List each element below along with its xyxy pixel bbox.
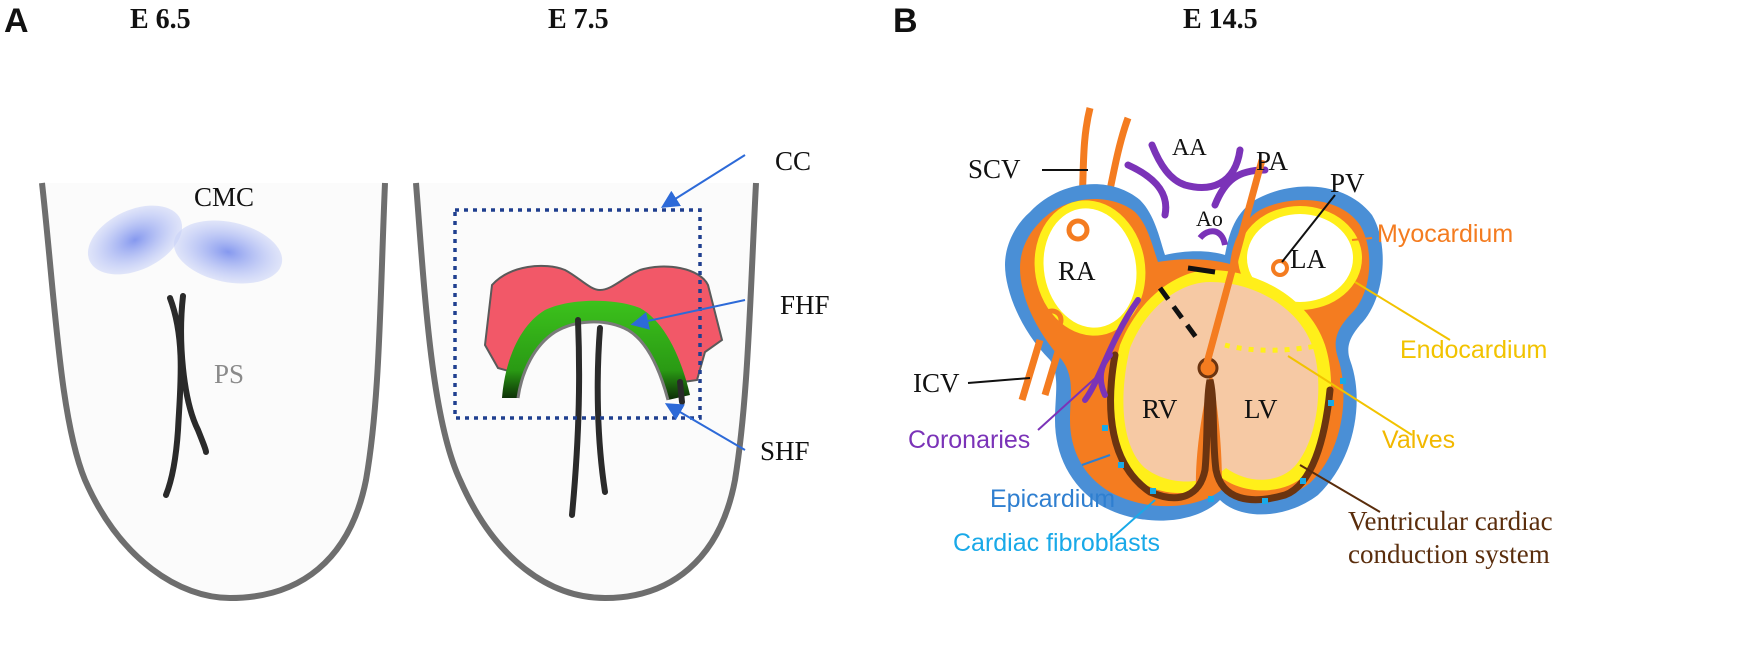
- icv-vessel: [1018, 338, 1064, 402]
- label-endocardium: Endocardium: [1400, 336, 1547, 364]
- ra-chamber: [1043, 208, 1137, 328]
- cardiac-fibroblast-dots: [1102, 378, 1346, 504]
- label-ps: PS: [214, 359, 244, 389]
- embryo-e7-5: CC FHF SHF: [413, 146, 830, 602]
- crescent-dotted-box: [453, 208, 702, 420]
- pointer-endocardium: [1354, 281, 1451, 341]
- label-coronaries: Coronaries: [908, 426, 1030, 454]
- pointer-epicardium: [1081, 454, 1111, 466]
- stage-label-e14-5: E 14.5: [1183, 4, 1258, 35]
- fhf-inner-outline: [516, 320, 670, 401]
- streak-stub-e7-5: [677, 379, 685, 405]
- label-myocardium: Myocardium: [1377, 220, 1513, 248]
- label-rv: RV: [1142, 394, 1178, 424]
- label-fhf: FHF: [780, 290, 830, 320]
- stage-label-e6-5: E 6.5: [130, 4, 191, 35]
- ra-loop-bottom: [1040, 308, 1064, 332]
- pointer-pv: [1281, 194, 1336, 263]
- stage-label-e7-5: E 7.5: [548, 4, 609, 35]
- la-chamber: [1247, 214, 1353, 302]
- label-ao: Ao: [1196, 206, 1223, 231]
- label-icv: ICV: [913, 368, 960, 398]
- label-lv: LV: [1244, 394, 1278, 424]
- cmc-left-blob: [87, 205, 183, 275]
- primitive-streak-right: [178, 293, 209, 455]
- pointer-myocardium: [1351, 237, 1373, 241]
- ra-loop-top: [1066, 218, 1090, 242]
- label-epicardium: Epicardium: [990, 485, 1115, 513]
- pointer-fhf: [630, 299, 746, 330]
- cmc-right-blob: [173, 220, 283, 284]
- streak-left-e7-5: [569, 317, 583, 518]
- label-scv: SCV: [968, 154, 1021, 184]
- label-ventricular-cardiac: Ventricular cardiac: [1348, 506, 1553, 536]
- valve-dashes-top: [1187, 265, 1216, 275]
- label-la: LA: [1290, 244, 1326, 274]
- label-valves: Valves: [1382, 426, 1455, 454]
- pointer-fibroblasts: [1109, 499, 1156, 541]
- ventricle-chambers: [1123, 282, 1319, 482]
- label-pv: PV: [1330, 168, 1365, 198]
- label-pa: PA: [1256, 146, 1289, 176]
- label-cmc: CMC: [194, 182, 254, 212]
- label-shf: SHF: [760, 436, 810, 466]
- panel-letter-a: A: [4, 2, 29, 40]
- pointer-conduction: [1299, 464, 1381, 513]
- pointer-coronaries: [1037, 371, 1103, 431]
- valve-dots-right: [1224, 342, 1321, 353]
- label-cc: CC: [775, 146, 811, 176]
- embryo-e6-5: CMC PS: [39, 182, 388, 602]
- la-loop: [1271, 259, 1289, 277]
- pointer-shf: [664, 403, 746, 451]
- pointer-valves: [1287, 355, 1413, 436]
- heart-e14-5: SCV AA PA Ao PV RA LA RV LV ICV Myocardi…: [908, 107, 1553, 569]
- pulmonary-artery: [1201, 159, 1266, 371]
- pointer-icv: [967, 377, 1031, 384]
- panel-letter-b: B: [893, 2, 918, 40]
- pointer-cc: [660, 154, 746, 208]
- valve-dashes-left: [1157, 286, 1201, 342]
- streak-right-e7-5: [594, 325, 608, 495]
- embryo-outline-e6-5: [39, 182, 388, 602]
- embryo-outline-e7-5: [413, 182, 759, 602]
- label-aa: AA: [1172, 135, 1207, 161]
- conduction-system: [1107, 351, 1334, 504]
- label-ra: RA: [1058, 256, 1096, 286]
- ao-vessel: [1197, 228, 1228, 246]
- scv-vessel-2: [1106, 116, 1132, 191]
- label-conduction-system: conduction system: [1348, 539, 1550, 569]
- label-cardiac-fibroblasts: Cardiac fibroblasts: [953, 529, 1160, 557]
